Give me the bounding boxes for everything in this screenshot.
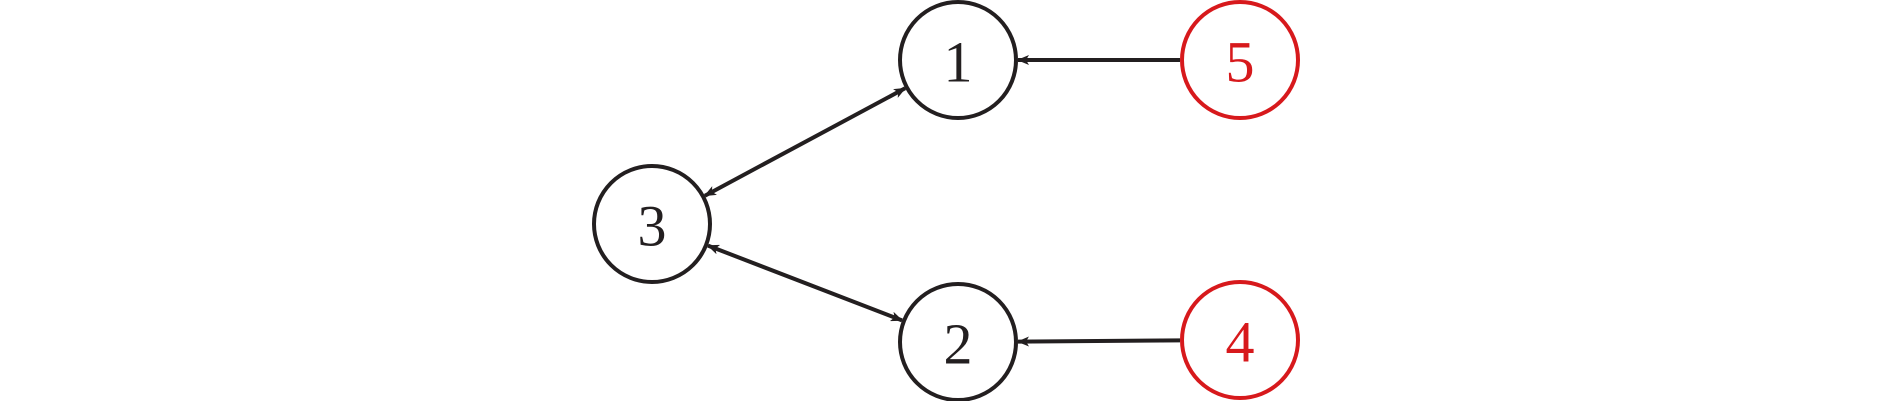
node-label-4: 4 [1226, 310, 1255, 375]
node-1: 1 [898, 0, 1018, 120]
node-circle-5 [1180, 0, 1300, 120]
node-3: 3 [592, 164, 712, 284]
edge-4-2 [1017, 336, 1181, 347]
node-label-2: 2 [944, 312, 973, 377]
edge-3-1 [703, 86, 907, 198]
node-label-1: 1 [944, 30, 973, 95]
node-label-5: 5 [1226, 30, 1255, 95]
edge-3-2 [707, 243, 903, 323]
node-circle-2 [898, 282, 1018, 401]
node-label-3: 3 [638, 194, 667, 259]
edges-layer [703, 55, 1181, 347]
node-circle-4 [1180, 280, 1300, 400]
node-2: 2 [898, 282, 1018, 401]
node-5: 5 [1180, 0, 1300, 120]
node-circle-3 [592, 164, 712, 284]
nodes-layer: 1 2 3 4 5 [592, 0, 1300, 401]
node-4: 4 [1180, 280, 1300, 400]
node-circle-1 [898, 0, 1018, 120]
